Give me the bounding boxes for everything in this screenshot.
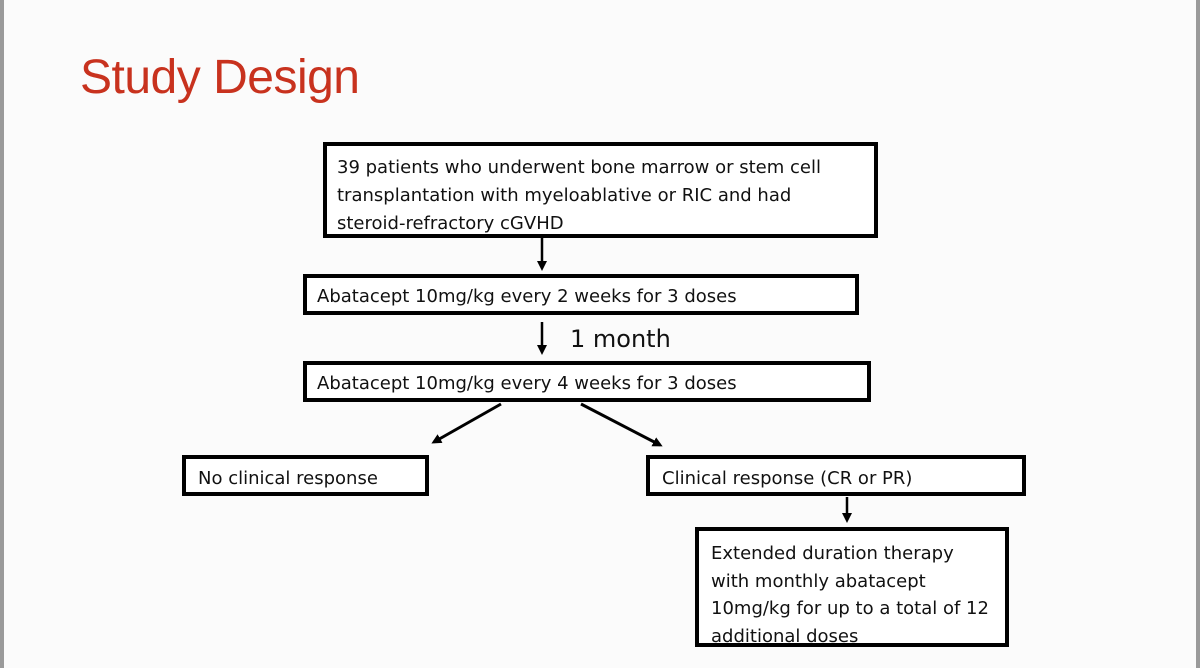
phase2-box: Abatacept 10mg/kg every 4 weeks for 3 do… (303, 361, 871, 402)
flow-arrows (431, 238, 852, 523)
arrow-phase2-to-response (580, 402, 663, 447)
no-response-box: No clinical response (182, 455, 429, 496)
slide-title: Study Design (80, 51, 360, 104)
interval-label: 1 month (570, 325, 671, 353)
phase1-box: Abatacept 10mg/kg every 2 weeks for 3 do… (303, 274, 859, 315)
response-box: Clinical response (CR or PR) (646, 455, 1026, 496)
arrow-phase2-to-noresponse (431, 402, 502, 444)
extended-therapy-box: Extended duration therapy with monthly a… (695, 527, 1009, 647)
patients-box: 39 patients who underwent bone marrow or… (323, 142, 878, 238)
